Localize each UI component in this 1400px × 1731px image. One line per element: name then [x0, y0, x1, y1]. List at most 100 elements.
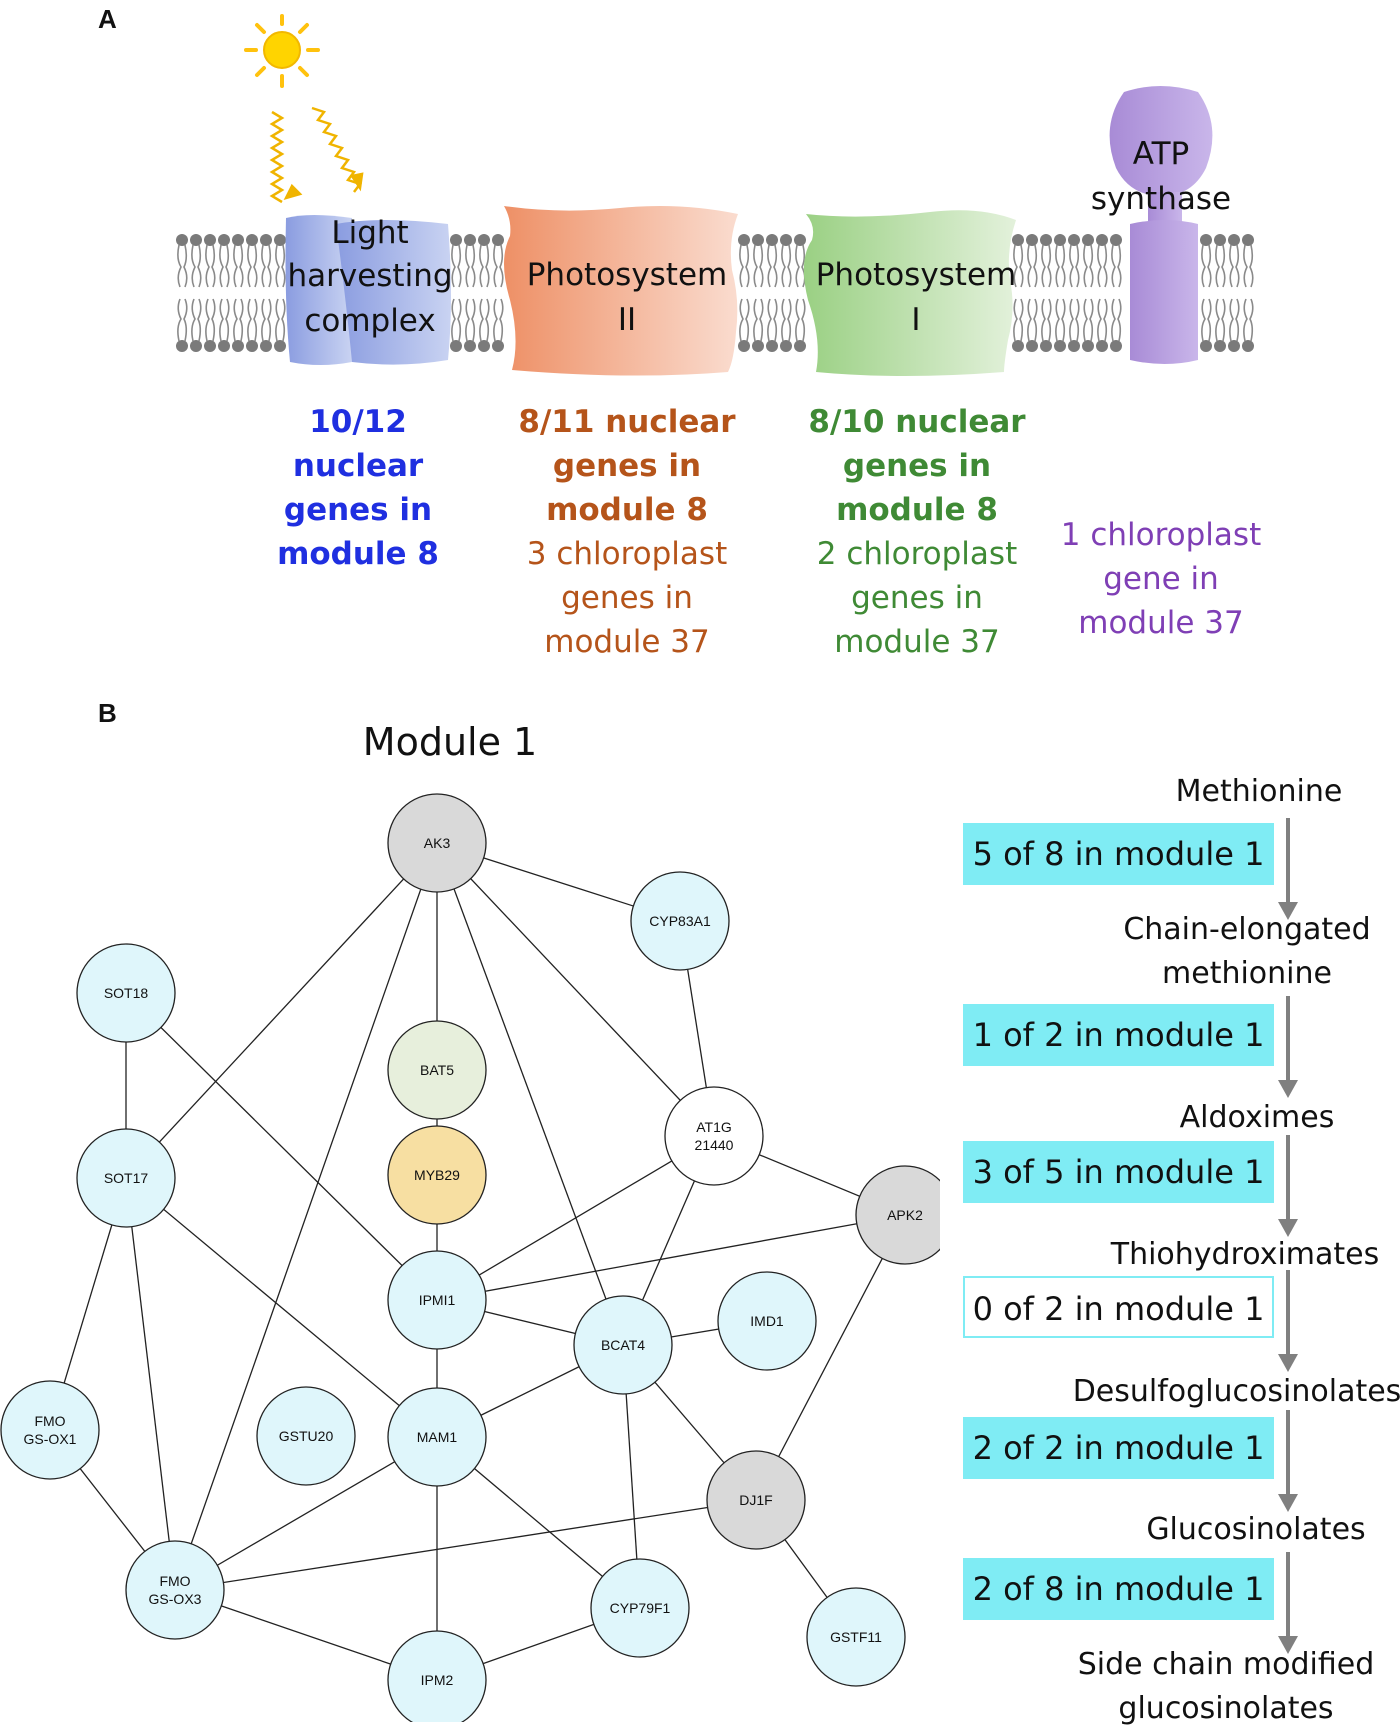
gene-node-circle — [806, 1587, 906, 1687]
pathway-gene-count-box: 3 of 5 in module 1 — [963, 1141, 1274, 1203]
gene-node-label: SOT18 — [104, 985, 149, 1001]
atp-label-line-2: synthase — [1091, 181, 1231, 217]
pathway-step-label: Side chain modified — [1077, 1647, 1375, 1682]
gene-node-at1g21440: AT1G 21440 — [664, 1086, 764, 1186]
network-edge — [174, 842, 438, 1591]
gene-node-circle — [256, 1386, 356, 1486]
lhc-caption: 10/12 nuclear genes in module 8 — [258, 400, 458, 576]
network-edge — [436, 1214, 906, 1301]
pathway-gene-count-box: 0 of 2 in module 1 — [963, 1276, 1274, 1338]
network-edge — [174, 1499, 757, 1591]
network-edge — [174, 1436, 438, 1591]
network-edge — [125, 842, 438, 1179]
gene-node-label: FMO — [34, 1413, 65, 1429]
gene-node-label: GS-OX1 — [24, 1431, 77, 1447]
network-edge — [436, 842, 715, 1137]
lhc-label-line-3: complex — [304, 303, 435, 339]
caption-line: 8/11 nuclear — [518, 404, 736, 440]
network-edge — [755, 1214, 906, 1501]
gene-node-label: CYP83A1 — [649, 913, 711, 929]
gene-node-dj1f: DJ1F — [706, 1450, 806, 1550]
pathway-step-label: Chain-elongated — [1123, 912, 1371, 947]
gene-node-mam1: MAM1 — [387, 1387, 487, 1487]
pathway-step-label: glucosinolates — [1118, 1691, 1334, 1726]
light-harvesting-complex-shape — [285, 215, 451, 365]
caption-line: nuclear — [292, 448, 424, 484]
pathway-gene-count-box: 2 of 8 in module 1 — [963, 1558, 1274, 1620]
caption-line: gene in — [1103, 561, 1219, 597]
gene-node-label: MYB29 — [414, 1167, 460, 1183]
lhc-label-line-2: harvesting — [287, 258, 452, 294]
psi-caption: 8/10 nuclear genes in module 8 2 chlorop… — [797, 400, 1037, 664]
gene-node-bcat4: BCAT4 — [573, 1295, 673, 1395]
gene-node-circle — [630, 871, 730, 971]
gene-node-gstf11: GSTF11 — [806, 1587, 906, 1687]
psii-caption: 8/11 nuclear genes in module 8 3 chlorop… — [507, 400, 747, 664]
gene-node-fmogsox1: FMO GS-OX1 — [0, 1380, 100, 1480]
photosystem-i-shape — [803, 210, 1016, 376]
gene-node-label: MAM1 — [417, 1429, 458, 1445]
psi-label-line-1: Photosystem — [816, 257, 1017, 293]
psi-label-line-2: I — [911, 302, 920, 338]
gene-node-circle — [0, 1380, 100, 1480]
network-edge — [436, 842, 624, 1346]
pathway-step-label: Thiohydroximates — [1110, 1237, 1380, 1272]
gene-node-label: AT1G — [696, 1119, 732, 1135]
gene-node-label: IPM2 — [421, 1672, 454, 1688]
atp-label-line-1: ATP — [1133, 136, 1189, 172]
caption-line: genes in — [552, 448, 702, 484]
caption-line: genes in — [851, 580, 983, 616]
gene-node-ipm2: IPM2 — [387, 1630, 487, 1722]
gene-node-label: AK3 — [424, 835, 451, 851]
gene-node-label: CYP79F1 — [610, 1600, 671, 1616]
pathway-arrow-icon — [1278, 818, 1298, 920]
pathway-arrow-icon — [1278, 1270, 1298, 1372]
caption-line: genes in — [561, 580, 693, 616]
caption-line: module 8 — [277, 536, 439, 572]
gene-node-label: GSTF11 — [830, 1629, 882, 1645]
gene-node-circle — [590, 1558, 690, 1658]
gene-node-label: APK2 — [887, 1207, 923, 1223]
psii-label-line-1: Photosystem — [527, 257, 728, 293]
panel-a-letter: A — [98, 4, 117, 34]
network-edge — [125, 1177, 176, 1591]
light-wave-icon — [269, 106, 364, 204]
caption-line: 2 chloroplast — [816, 536, 1018, 572]
caption-line: module 8 — [546, 492, 708, 528]
gene-node-myb29: MYB29 — [387, 1125, 487, 1225]
pathway-arrow-icon — [1278, 996, 1298, 1098]
gene-node-circle — [387, 1020, 487, 1120]
gene-node-label: GSTU20 — [279, 1428, 334, 1444]
pathway-step-label: Glucosinolates — [1146, 1512, 1366, 1547]
caption-line: genes in — [283, 492, 433, 528]
gene-node-circle — [387, 1387, 487, 1487]
caption-line: 3 chloroplast — [526, 536, 728, 572]
pathway-arrow-icon — [1278, 1135, 1298, 1237]
network-edge — [125, 992, 438, 1301]
gene-node-label: 21440 — [695, 1137, 734, 1153]
gene-node-label: BCAT4 — [601, 1337, 645, 1353]
gene-node-circle — [387, 1250, 487, 1350]
gene-node-imd1: IMD1 — [717, 1271, 817, 1371]
gene-node-circle — [706, 1450, 806, 1550]
gene-node-label: GS-OX3 — [149, 1591, 202, 1607]
caption-line: 8/10 nuclear — [808, 404, 1026, 440]
pathway-gene-count-box: 1 of 2 in module 1 — [963, 1004, 1274, 1066]
gene-node-sot17: SOT17 — [76, 1128, 176, 1228]
gene-node-ipmi1: IPMI1 — [387, 1250, 487, 1350]
gene-node-circle — [125, 1540, 225, 1640]
gene-node-circle — [387, 1125, 487, 1225]
caption-line: module 37 — [544, 624, 710, 660]
sun-icon — [244, 14, 320, 88]
pathway-step-label: Desulfoglucosinolates — [1072, 1374, 1400, 1409]
gene-node-circle — [76, 943, 176, 1043]
gene-node-label: BAT5 — [420, 1062, 454, 1078]
atp-synthase-shape — [1109, 86, 1213, 364]
module-title: Module 1 — [362, 720, 538, 764]
pathway-arrow-icon — [1278, 1410, 1298, 1512]
gene-node-label: IMD1 — [750, 1313, 784, 1329]
caption-line: 1 chloroplast — [1060, 517, 1262, 553]
caption-line: module 37 — [834, 624, 1000, 660]
